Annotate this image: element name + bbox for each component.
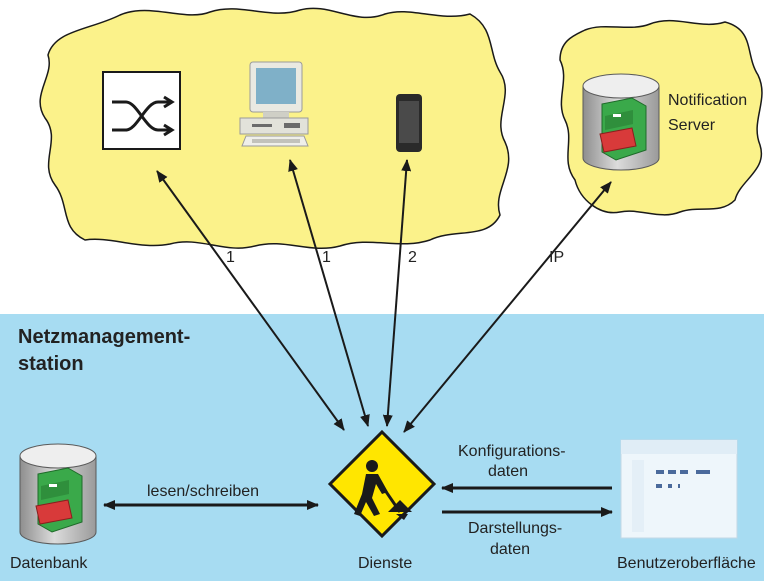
computer-icon <box>239 61 309 147</box>
arrow-pc-services <box>288 159 370 427</box>
user-interface-label: Benutzeroberfläche <box>617 555 756 572</box>
config-label-line1: Konfigurations- <box>458 443 566 460</box>
arrow-server-services <box>403 181 612 433</box>
notification-server-label-line1: Notification <box>668 92 747 109</box>
database-arrow-label: lesen/schreiben <box>147 483 259 500</box>
services-icon <box>327 429 437 539</box>
notification-server-label-line2: Server <box>668 117 716 134</box>
display-label-line2: daten <box>490 541 530 558</box>
database-label: Datenbank <box>10 555 88 572</box>
services-label: Dienste <box>358 555 412 572</box>
arrow-switch-label: 1 <box>226 249 235 266</box>
mobile-phone-icon <box>396 94 422 152</box>
switch-icon <box>102 71 181 150</box>
config-label-line2: daten <box>488 463 528 480</box>
station-title-line2: station <box>18 353 84 375</box>
database-icon <box>19 443 97 545</box>
arrow-server-label: IP <box>549 249 564 266</box>
notification-server-icon <box>582 73 660 171</box>
display-label-line1: Darstellungs- <box>468 520 562 537</box>
arrow-phone-label: 2 <box>408 249 417 266</box>
arrow-pc-label: 1 <box>322 249 331 266</box>
station-title-line1: Netzmanagement- <box>18 326 190 348</box>
user-interface-icon <box>620 439 738 539</box>
